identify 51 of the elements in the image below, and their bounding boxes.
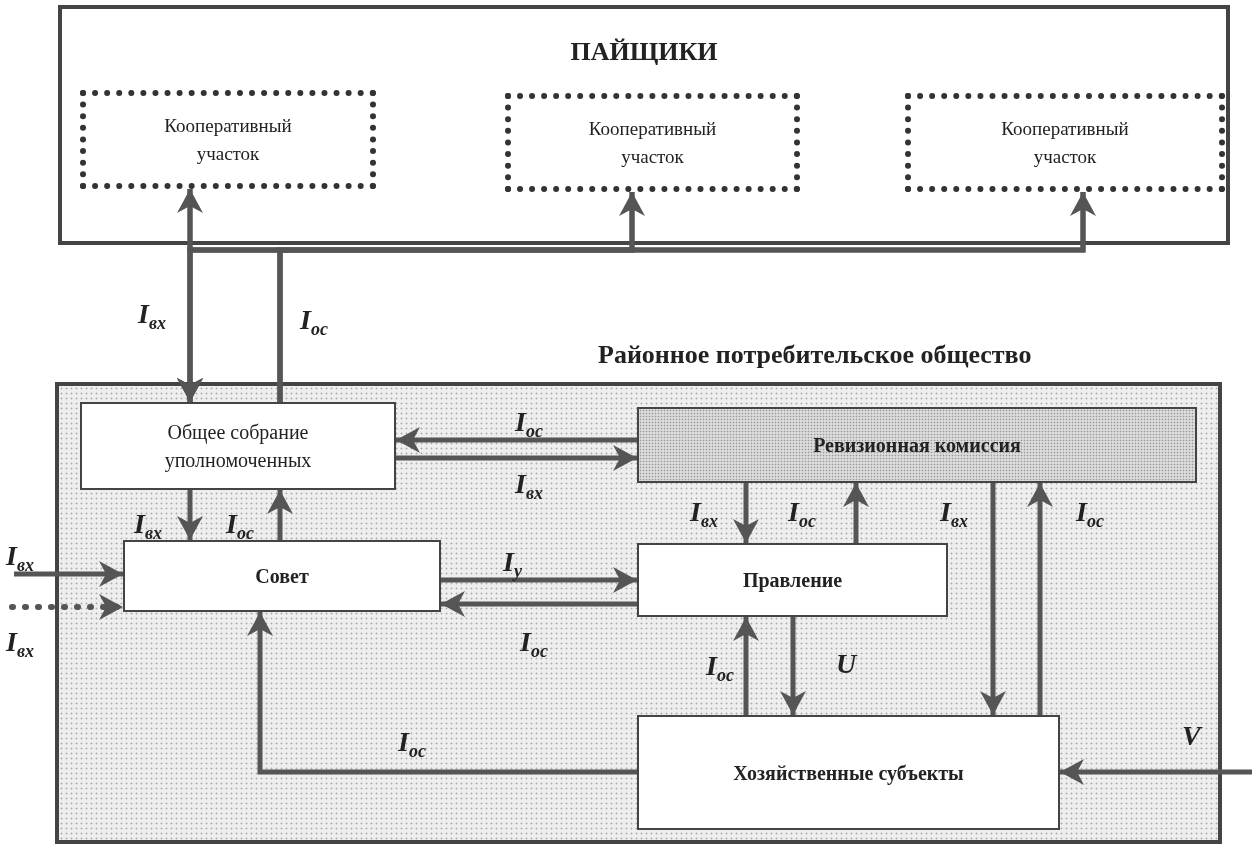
arrow: [441, 567, 637, 593]
arrow: [733, 483, 759, 543]
arrow: [733, 617, 759, 715]
dotted-unit-box: [905, 93, 1225, 192]
arrow: [843, 483, 869, 543]
edge-label: I$_{ос}$: [226, 510, 254, 542]
edge-label: I$_{вх}$: [134, 510, 162, 542]
edge-label: V: [1182, 722, 1201, 750]
process-box: [637, 543, 948, 617]
edge-label: I$_{ос}$: [398, 728, 426, 760]
process-box: [123, 540, 441, 612]
edge-label: I$_{ос}$: [300, 306, 328, 338]
edge-label: I$_{ос}$: [788, 498, 816, 530]
edge-label: I$_{вх}$: [690, 498, 718, 530]
arrow: [267, 490, 293, 540]
group-panel: [58, 5, 1230, 245]
edge-label: I$_{вх}$: [138, 300, 166, 332]
group-heading: Районное потребительское общество: [598, 340, 1032, 370]
arrow: [1060, 759, 1252, 785]
shaded-process-box: [637, 407, 1197, 483]
group-heading: ПАЙЩИКИ: [569, 37, 719, 67]
box-text: Правление: [741, 568, 844, 594]
edge-label: I$_{вх}$: [6, 542, 34, 574]
box-text: Общее собрание уполномоченных: [163, 420, 313, 474]
box-text: Кооперативный участок: [1000, 116, 1130, 169]
arrow: [1027, 483, 1053, 715]
arrow: [780, 617, 806, 715]
arrow: [980, 483, 1006, 715]
box-text: Кооперативный участок: [587, 116, 718, 169]
arrow: [441, 591, 637, 617]
arrow: [247, 612, 637, 775]
box-text: Совет: [254, 564, 310, 589]
edge-label: I$_{у}$: [503, 548, 522, 580]
box-text: Ревизионная комиссия: [812, 433, 1022, 458]
edge-label: I$_{ос}$: [706, 652, 734, 684]
edge-label: I$_{вх}$: [6, 628, 34, 660]
edge-label: I$_{вх}$: [940, 498, 968, 530]
edge-label: I$_{ос}$: [1076, 498, 1104, 530]
edge-label: I$_{ос}$: [520, 628, 548, 660]
dotted-unit-box: [80, 90, 376, 189]
edge-label: U: [836, 650, 857, 678]
box-text: Хозяйственные субъекты: [732, 760, 965, 787]
arrow: [14, 561, 123, 587]
arrow: [396, 445, 637, 471]
process-box: [637, 715, 1060, 830]
edge-label: I$_{ос}$: [515, 408, 543, 440]
dotted-unit-box: [505, 93, 800, 192]
arrow: [396, 427, 637, 453]
edge-label: I$_{вх}$: [515, 470, 543, 502]
box-text: Кооперативный участок: [163, 113, 293, 166]
process-box: [80, 402, 396, 490]
